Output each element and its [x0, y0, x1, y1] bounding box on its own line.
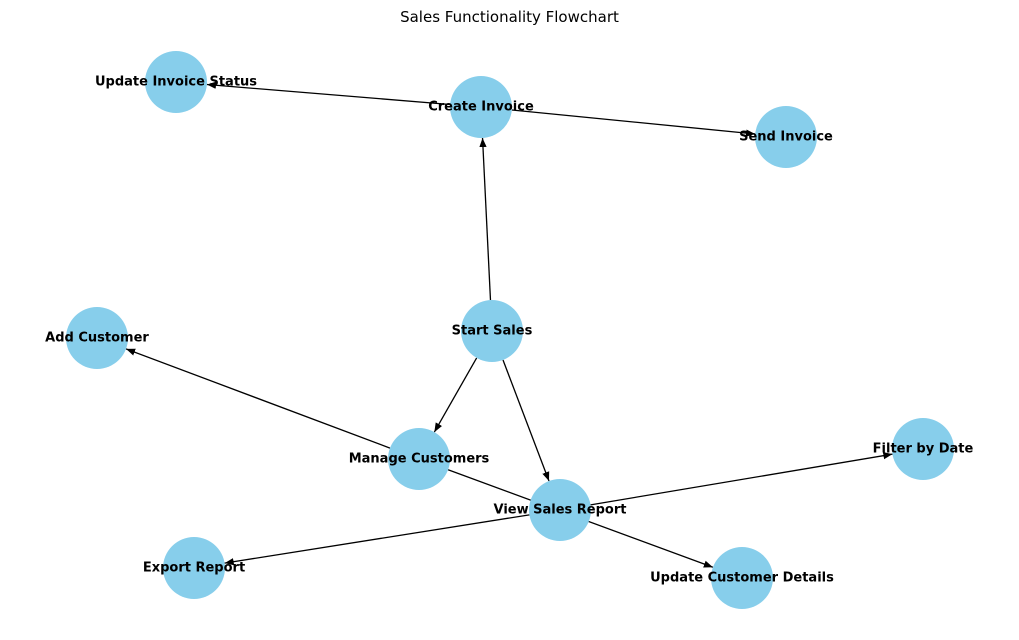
- node-circle-export_report: [163, 537, 225, 599]
- node-circle-create_invoice: [450, 76, 512, 138]
- node-start: Start Sales: [452, 300, 533, 362]
- node-label-start: Start Sales: [452, 324, 533, 339]
- edge-start-to-create_invoice: [479, 137, 492, 301]
- node-circle-update_customer_details: [711, 547, 773, 609]
- node-circle-start: [461, 300, 523, 362]
- node-update_customer_details: Update Customer Details: [650, 547, 834, 609]
- node-label-create_invoice: Create Invoice: [428, 100, 534, 115]
- node-label-view_sales_report: View Sales Report: [493, 503, 626, 518]
- nodes-layer: Start Sales Create Invoice Update Invoice …: [45, 51, 974, 609]
- edge-view_sales_report-to-export_report: [224, 514, 530, 566]
- node-label-update_invoice_status: Update Invoice Status: [95, 75, 257, 90]
- node-filter_by_date: Filter by Date: [873, 418, 974, 480]
- edge-start-to-view_sales_report: [502, 359, 550, 482]
- node-manage_customers: Manage Customers: [349, 428, 490, 490]
- node-send_invoice: Send Invoice: [739, 106, 833, 168]
- node-view_sales_report: View Sales Report: [493, 479, 627, 541]
- node-label-manage_customers: Manage Customers: [349, 452, 490, 467]
- node-circle-view_sales_report: [529, 479, 591, 541]
- node-export_report: Export Report: [143, 537, 245, 599]
- node-circle-filter_by_date: [892, 418, 954, 480]
- edge-manage_customers-to-add_customer: [125, 348, 391, 449]
- diagram-title: Sales Functionality Flowchart: [400, 8, 619, 26]
- node-label-add_customer: Add Customer: [45, 331, 149, 346]
- node-add_customer: Add Customer: [45, 307, 149, 369]
- node-circle-manage_customers: [388, 428, 450, 490]
- edge-create_invoice-to-update_invoice_status: [206, 81, 451, 106]
- node-circle-send_invoice: [755, 106, 817, 168]
- node-create_invoice: Create Invoice: [428, 76, 534, 138]
- node-circle-update_invoice_status: [145, 51, 207, 113]
- edge-view_sales_report-to-filter_by_date: [590, 452, 893, 506]
- edge-start-to-manage_customers: [433, 357, 478, 433]
- edge-create_invoice-to-send_invoice: [511, 109, 756, 137]
- node-circle-add_customer: [66, 307, 128, 369]
- node-label-export_report: Export Report: [143, 561, 245, 576]
- node-label-update_customer_details: Update Customer Details: [650, 571, 834, 586]
- node-label-send_invoice: Send Invoice: [739, 130, 833, 145]
- node-label-filter_by_date: Filter by Date: [873, 442, 974, 457]
- node-update_invoice_status: Update Invoice Status: [95, 51, 257, 113]
